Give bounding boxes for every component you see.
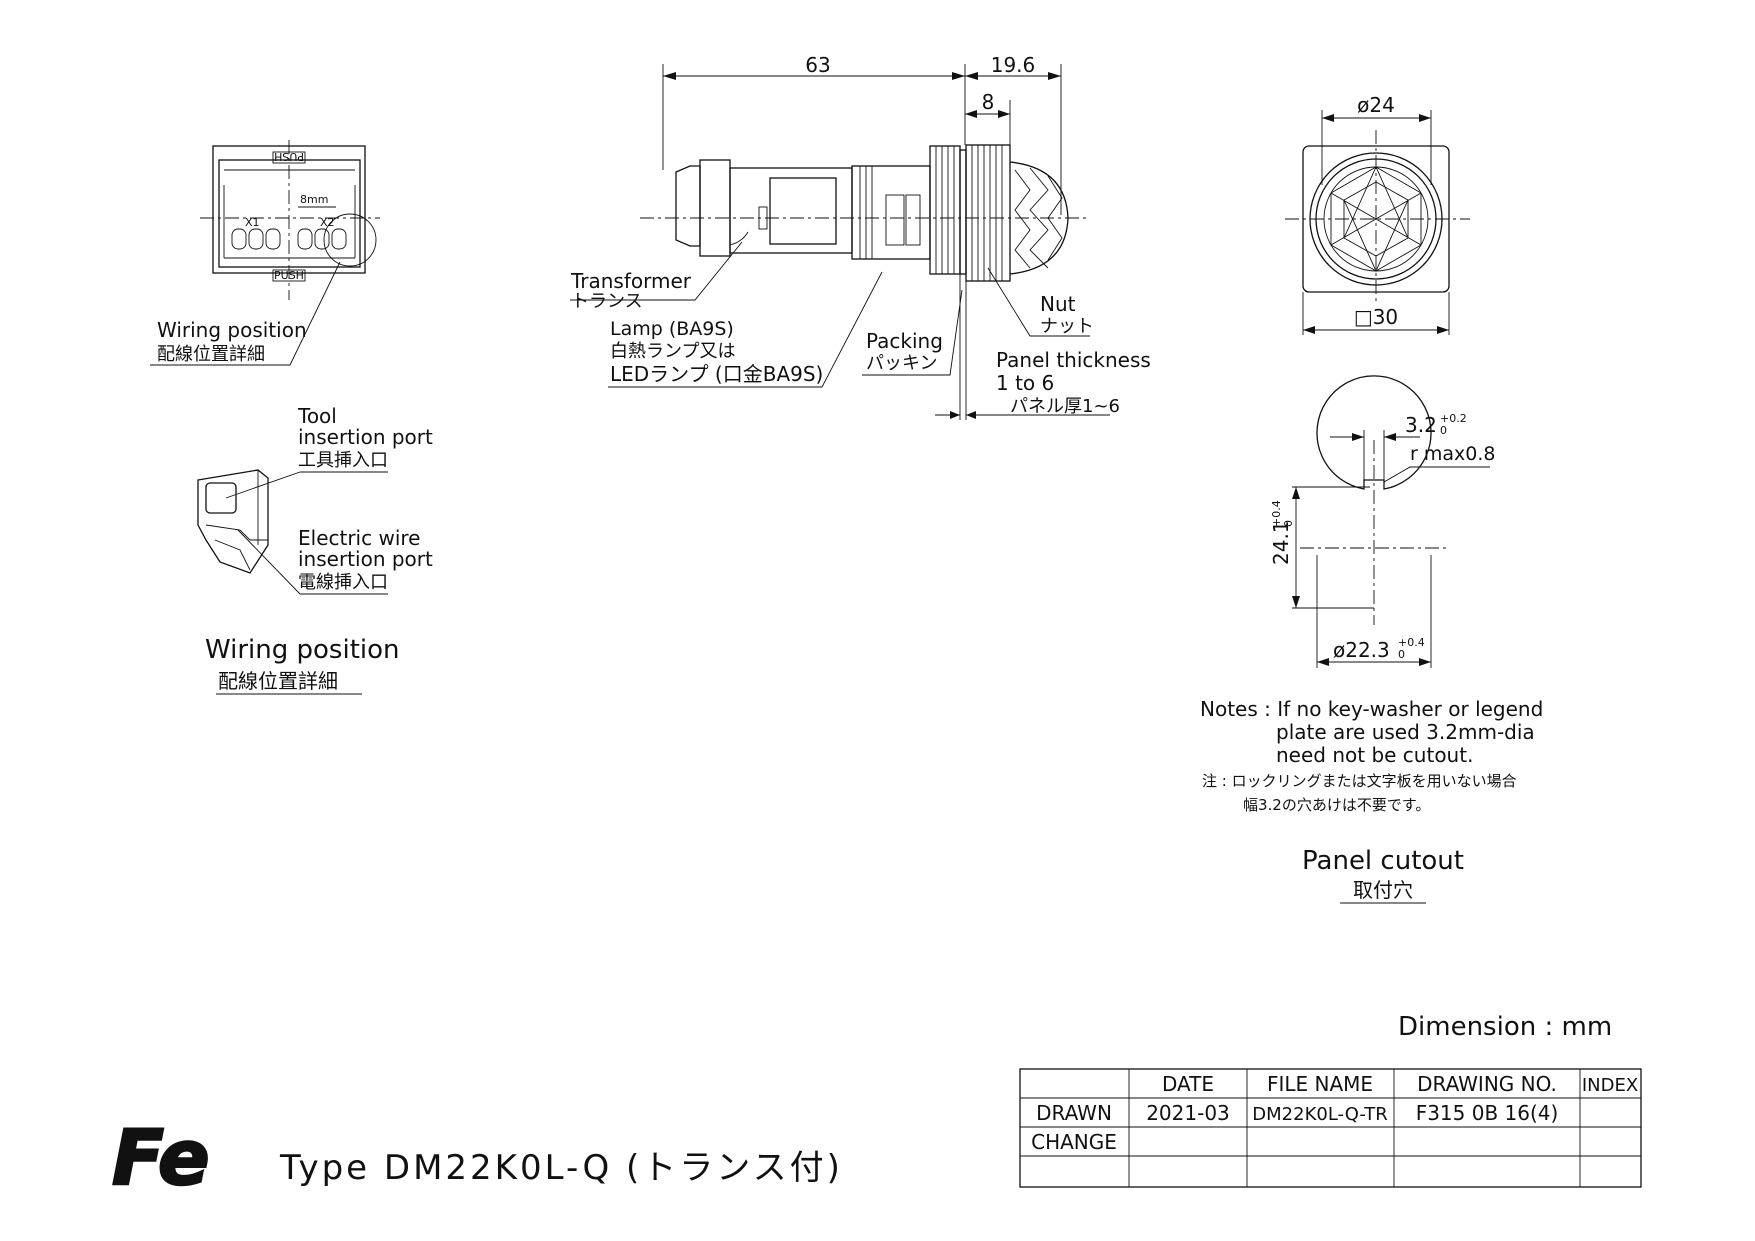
notes-en-1: Notes : If no key-washer or legend bbox=[1200, 697, 1543, 721]
tool-port-label-jp: 工具挿入口 bbox=[298, 450, 388, 471]
nut-label-en: Nut bbox=[1040, 292, 1076, 316]
wiring-title-jp: 配線位置詳細 bbox=[218, 669, 338, 693]
wiring-position-label-en: Wiring position bbox=[157, 318, 307, 342]
lamp-label-jp2: LEDランプ (口金BA9S) bbox=[610, 362, 823, 386]
product-title: Type DM22K0L-Q (トランス付) bbox=[279, 1148, 843, 1188]
dim-nut-length: 8 bbox=[982, 90, 995, 114]
strip-length-label: 8mm bbox=[300, 193, 328, 206]
logo-text: Fe bbox=[112, 1113, 210, 1202]
cutout-diameter-tol-upper: +0.4 bbox=[1398, 636, 1425, 649]
cutout-diameter-tol-lower: 0 bbox=[1398, 648, 1405, 661]
nut-knurl bbox=[971, 145, 1003, 281]
header-file-name: FILE NAME bbox=[1267, 1072, 1373, 1096]
wiring-detail: Tool insertion port 工具挿入口 Electric wire … bbox=[197, 404, 433, 695]
rear-view: PUSH PUSH 8mm X1 X2 Wiring position 配線位置… bbox=[150, 140, 380, 366]
radius-label: r max0.8 bbox=[1410, 443, 1495, 465]
notes-jp-1: 注 : ロックリングまたは文字板を用いない場合 bbox=[1202, 772, 1517, 790]
row-drawn-file: DM22K0L-Q-TR bbox=[1252, 1104, 1387, 1125]
panel-cutout-title-en: Panel cutout bbox=[1302, 846, 1464, 876]
wiring-position-label-jp: 配線位置詳細 bbox=[157, 344, 265, 365]
terminal-x2: X2 bbox=[320, 216, 335, 229]
terminal-x1: X1 bbox=[245, 216, 260, 229]
notes-en-2: plate are used 3.2mm-dia bbox=[1276, 720, 1535, 744]
packing-label-jp: パッキン bbox=[866, 353, 937, 374]
transformer-label-en: Transformer bbox=[570, 269, 692, 293]
push-label-top: PUSH bbox=[274, 150, 304, 163]
header-drawing-no: DRAWING NO. bbox=[1417, 1072, 1557, 1096]
packing-label-en: Packing bbox=[866, 329, 943, 353]
wire-port-label-en1: Electric wire bbox=[298, 526, 420, 550]
row-drawn-date: 2021-03 bbox=[1146, 1101, 1230, 1125]
dim-front-length: 19.6 bbox=[991, 53, 1036, 77]
height-tol-upper: +0.4 bbox=[1270, 500, 1283, 527]
wire-port-label-en2: insertion port bbox=[298, 547, 433, 571]
panel-thickness-label-en1: Panel thickness bbox=[996, 348, 1151, 372]
key-width-tol-upper: +0.2 bbox=[1440, 412, 1467, 425]
terminal-slots bbox=[231, 228, 347, 250]
front-view: ø24 □30 bbox=[1285, 93, 1470, 335]
side-view: 63 19.6 8 bbox=[570, 53, 1151, 420]
tool-port-label-en2: insertion port bbox=[298, 425, 433, 449]
notes-jp-2: 幅3.2の穴あけは不要です。 bbox=[1243, 796, 1430, 814]
nut-label-jp: ナット bbox=[1040, 316, 1094, 337]
transformer-label-jp: トランス bbox=[571, 291, 643, 312]
panel-thickness-label-en2: 1 to 6 bbox=[996, 371, 1054, 395]
key-width-label: 3.2 bbox=[1405, 413, 1437, 437]
wiring-title-en: Wiring position bbox=[205, 635, 400, 665]
cutout-diameter-label: ø22.3 bbox=[1333, 638, 1390, 662]
dim-overall-length: 63 bbox=[805, 53, 830, 77]
panel-thickness-label-jp: パネル厚1~6 bbox=[1010, 396, 1120, 417]
company-logo: Fe bbox=[111, 1112, 211, 1204]
row-drawn-drawing-no: F315 0B 16(4) bbox=[1416, 1101, 1559, 1125]
wire-port-label-jp: 電線挿入口 bbox=[298, 572, 388, 593]
title-block: DATE FILE NAME DRAWING NO. INDEX DRAWN 2… bbox=[1019, 1068, 1642, 1188]
lamp-label-jp1: 白熱ランプ又は bbox=[610, 341, 735, 362]
header-date: DATE bbox=[1162, 1072, 1214, 1096]
height-tol-lower: 0 bbox=[1282, 520, 1295, 527]
notes-en-3: need not be cutout. bbox=[1276, 743, 1473, 767]
front-square-label: □30 bbox=[1354, 305, 1398, 329]
row-change-label: CHANGE bbox=[1031, 1130, 1117, 1154]
panel-cutout: 3.2 +0.2 0 r max0.8 24.1 +0.4 0 ø22.3 +0… bbox=[1200, 375, 1543, 904]
panel-cutout-title-jp: 取付穴 bbox=[1353, 878, 1413, 902]
dimension-unit-label: Dimension : mm bbox=[1398, 1012, 1612, 1042]
key-width-tol-lower: 0 bbox=[1440, 424, 1447, 437]
height-label: 24.1 bbox=[1269, 520, 1293, 565]
front-diameter-label: ø24 bbox=[1357, 93, 1395, 117]
tool-port-label-en1: Tool bbox=[297, 404, 337, 428]
lamp-label-en: Lamp (BA9S) bbox=[610, 318, 734, 340]
row-drawn-label: DRAWN bbox=[1036, 1101, 1112, 1125]
header-index: INDEX bbox=[1582, 1075, 1638, 1096]
